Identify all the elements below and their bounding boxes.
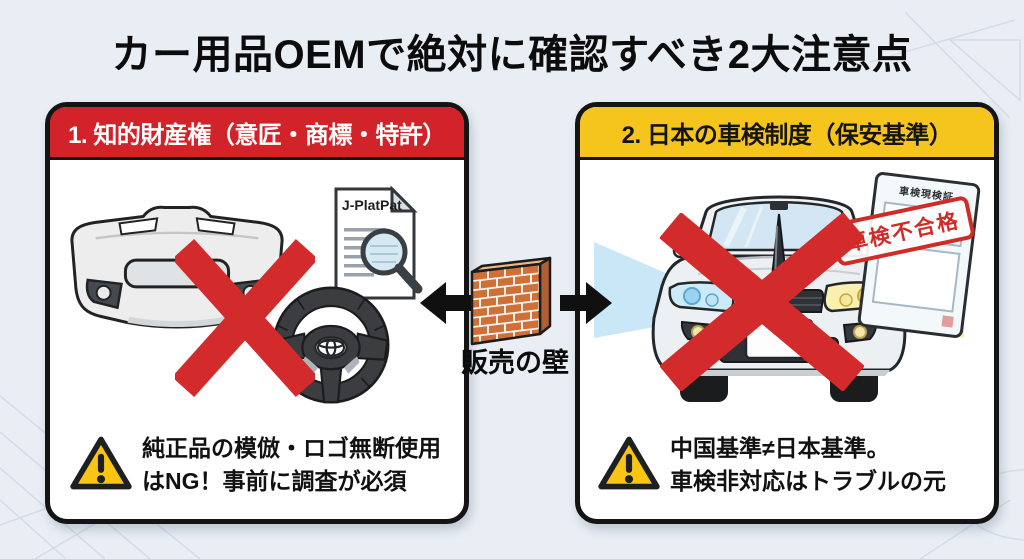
left-warning-line2: はNG！事前に調査が必須 [142,467,407,494]
warning-triangle-icon [70,436,132,490]
arrow-left-icon [420,282,472,324]
left-warning-text: 純正品の模倣・ロゴ無断使用 はNG！事前に調査が必須 [142,432,441,497]
prohibited-cross-right [660,213,864,391]
jplatpat-document: J-PlatPat [326,184,428,306]
warning-triangle-icon [598,436,660,490]
card-seal [941,315,954,328]
right-warning-text: 中国基準≠日本基準。 車検非対応はトラブルの元 [670,432,946,497]
jplatpat-label: J-PlatPat [341,197,402,213]
right-warning-line2: 車検非対応はトラブルの元 [670,467,946,494]
page-title: カー用品OEMで絶対に確認すべき2大注意点 [111,33,913,77]
document-magnifier-icon [334,185,423,300]
panel-left-header: 1. 知的財産権（意匠・商標・特許） [50,107,464,160]
brick-wall-icon [470,256,552,346]
right-warning-line1: 中国基準≠日本基準。 [670,435,890,461]
wall-label: 販売の壁 [461,348,569,378]
panel-right-header: 2. 日本の車検制度（保安基準） [580,107,994,160]
steering-wheel-illustration [272,286,390,404]
prohibited-cross-left [175,238,315,397]
arrow-right-icon [560,282,612,324]
left-warning-line1: 純正品の模倣・ロゴ無断使用 [142,435,441,461]
